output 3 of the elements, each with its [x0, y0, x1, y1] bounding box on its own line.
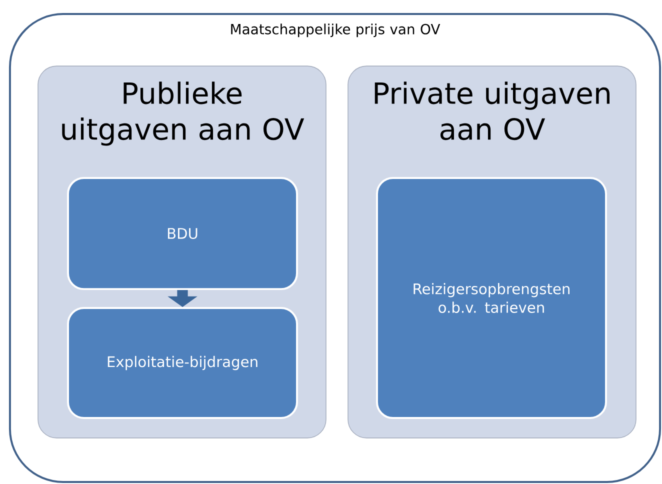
process-box: BDU	[66, 176, 298, 290]
process-box: Exploitatie-bijdragen	[66, 307, 298, 419]
process-box: Reizigersopbrengsten o.b.v. tarieven	[376, 177, 608, 419]
